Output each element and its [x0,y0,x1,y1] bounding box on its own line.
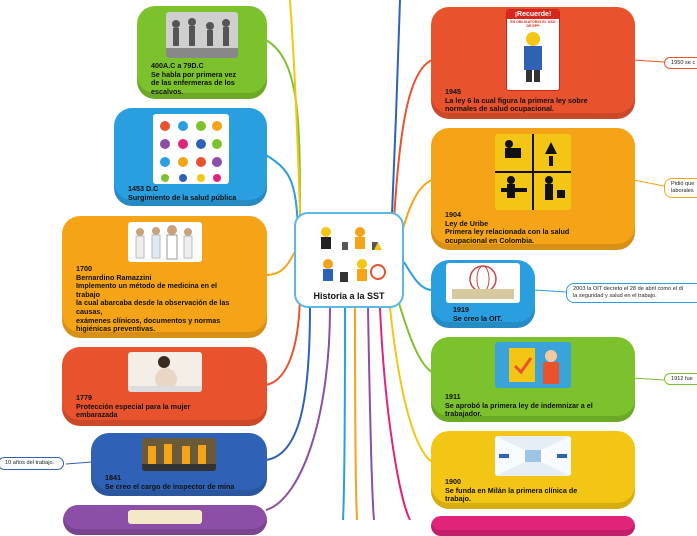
node-text: 1904 Ley de Uribe Primera ley relacionad… [445,210,570,245]
workplace-hazards-image [495,134,571,210]
node-text: 1453 D.C Surgimiento de la salud pública [128,184,237,202]
note-card[interactable]: 2003 la OIT decreto el 28 de abril como … [566,283,697,303]
connector-line [391,0,401,215]
timeline-node-1919[interactable]: 1919 Se creo la OIT. [431,260,535,328]
node-text: 1911 Se aprobó la primera ley de indemni… [445,392,593,419]
timeline-node-1841[interactable]: 1841 Se creo el cargo de inspector de mi… [91,433,267,496]
timeline-node-1904[interactable]: 1904 Ley de Uribe Primera ley relacionad… [431,128,635,250]
connector-line [399,179,433,241]
connector-line [389,307,433,463]
node-text: 1779 Protección especial para la mujer e… [76,393,191,420]
connector-line [265,305,311,461]
timeline-node-partial-bottom-right[interactable] [431,516,635,536]
note-text: 10 años del trabajo. [5,460,55,466]
note-text: 2003 la OIT decreto el 28 de abril como … [573,286,684,299]
ppe-worker-icon [524,32,542,82]
poster-subtitle: ES OBLIGATORIO EL USO DE EPP [510,20,556,28]
node-text: 1700 Bernardino Ramazzini Implemento un … [76,264,230,334]
note-card[interactable]: 1950 se c [664,57,697,69]
connector-line [342,307,346,520]
node-text: 400A.C a 79D.C Se habla por primera vez … [151,61,237,96]
central-topic-title: Historia a la SST [313,291,385,301]
note-connector [633,377,665,381]
connector-line [393,59,433,221]
timeline-node-1911[interactable]: 1911 Se aprobó la primera ley de indemni… [431,337,635,422]
clinic-hallway-image [495,436,571,476]
timeline-node-1453[interactable]: 1453 D.C Surgimiento de la salud pública [114,108,267,206]
note-connector [65,461,93,465]
connector-line [354,307,358,520]
note-card[interactable]: Pidió que laborales [664,178,697,198]
safety-workers-illustration [321,227,386,282]
node-text: 1945 La ley 6 la cual figura la primera … [445,87,588,114]
partial-image [128,510,202,524]
connector-line [265,307,331,511]
connector-line [379,307,411,520]
connector-line [403,261,433,291]
note-text: 1950 se c [671,60,696,66]
note-connector [633,59,665,63]
timeline-node-400ac[interactable]: 400A.C a 79D.C Se habla por primera vez … [137,6,267,99]
note-card[interactable]: 10 años del trabajo. [0,457,64,470]
miners-image [142,438,216,471]
connector-line [265,289,301,386]
timeline-node-1700[interactable]: 1700 Bernardino Ramazzini Implemento un … [62,216,267,338]
insurance-claim-image [495,342,571,388]
timeline-node-1900[interactable]: 1900 Se funda en Milán la primera clínic… [431,431,635,509]
mind-map-canvas [65,0,665,520]
node-text: 1841 Se creo el cargo de inspector de mi… [105,473,235,491]
note-text: Pidió que laborales [671,181,695,194]
ppe-poster-image: ¡Recuerde! ES OBLIGATORIO EL USO DE EPP [506,9,560,91]
node-text: 1900 Se funda en Milán la primera clínic… [445,477,578,504]
note-connector [633,179,665,187]
timeline-node-partial-bottom-left[interactable] [63,505,267,535]
node-text: 1919 Se creo la OIT. [453,305,503,323]
connector-line [367,307,375,520]
note-card[interactable]: 1912 fue [664,373,697,385]
note-text: 1912 fue [671,376,693,382]
central-topic[interactable]: Historia a la SST [294,212,404,308]
timeline-node-1779[interactable]: 1779 Protección especial para la mujer e… [62,347,267,426]
pregnant-woman-image [127,352,202,392]
connector-line [289,0,301,215]
note-connector [533,289,567,293]
slaves-engraving-image [166,12,238,58]
poster-title: ¡Recuerde! [507,10,559,19]
connector-line [265,249,297,276]
timeline-node-1945[interactable]: ¡Recuerde! ES OBLIGATORIO EL USO DE EPP … [431,7,635,119]
doctors-team-image [127,222,202,262]
oit-globe-image [446,263,520,303]
connector-line [397,299,433,373]
connector-line [265,154,299,231]
public-health-icons-image [152,114,229,184]
